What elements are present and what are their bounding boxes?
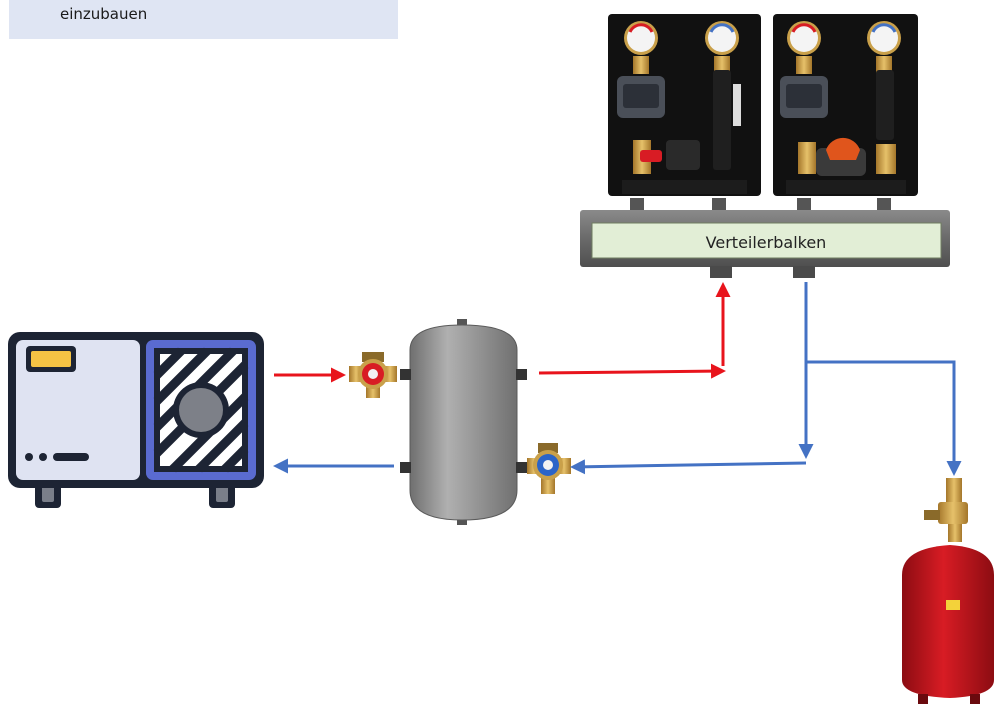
red-three-way-valve-icon xyxy=(349,352,397,398)
manifold-label: Verteilerbalken xyxy=(706,233,827,252)
heat-pump-icon xyxy=(8,332,264,508)
manifold-label-box xyxy=(591,222,942,259)
blue-three-way-valve-icon xyxy=(527,443,571,494)
supply-pipe-tank-to-riser xyxy=(538,363,726,379)
return-branch-to-expansion-vessel xyxy=(806,360,962,476)
return-pipe-to-valve xyxy=(570,459,807,475)
note-text: einzubauen xyxy=(60,5,148,23)
buffer-tank-icon xyxy=(400,319,527,525)
expansion-vessel-icon xyxy=(902,478,994,704)
pump-station-unmixed-icon xyxy=(608,14,761,196)
pump-station-mixed-icon xyxy=(773,14,918,196)
note-box: einzubauen xyxy=(9,0,398,39)
heat-pump-front-panel xyxy=(16,340,140,480)
manifold-icon: Verteilerbalken xyxy=(580,198,950,278)
cap-valve-icon xyxy=(924,478,968,542)
buffer-tank-body xyxy=(409,324,518,521)
heat-pump-fan xyxy=(179,388,223,432)
expansion-vessel-body xyxy=(902,545,994,698)
